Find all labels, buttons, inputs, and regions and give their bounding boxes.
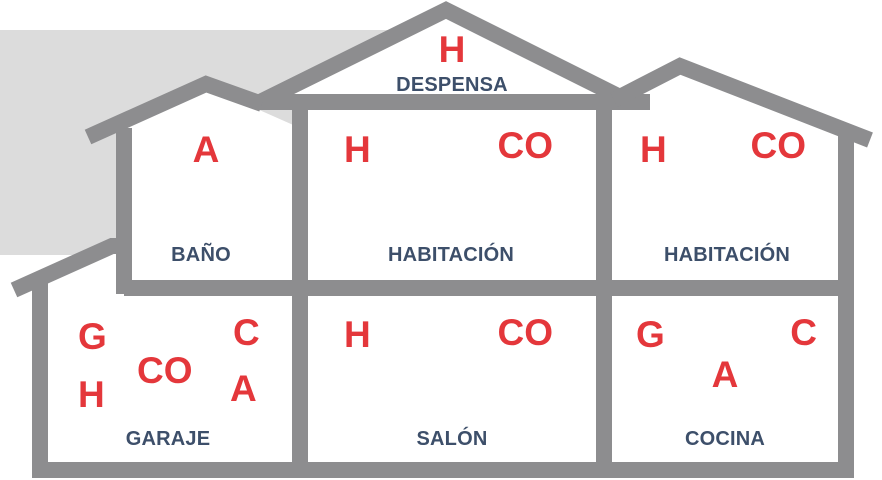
habitacion-center-interior: [300, 104, 604, 285]
salon-interior: [300, 290, 604, 468]
cocina-interior: [604, 290, 846, 468]
right-roof: [610, 57, 873, 148]
attic-interior: [288, 14, 612, 96]
salon-marker-co: CO: [497, 312, 554, 353]
left-roof: [84, 75, 265, 145]
salon-marker-h: H: [344, 314, 371, 355]
despensa-marker-h: H: [438, 29, 466, 70]
bano-interior: [124, 86, 300, 285]
habitacion-center-label: HABITACIÓN: [387, 244, 515, 266]
habitacion-right-label: HABITACIÓN: [663, 244, 791, 266]
bano-marker-a: A: [192, 129, 220, 170]
salon-label: SALÓN: [416, 428, 488, 450]
cocina-marker-c: C: [790, 312, 817, 353]
garaje-marker-co: CO: [137, 350, 193, 391]
garaje-marker-a: A: [230, 368, 257, 409]
habitacion-center-marker-h: H: [344, 129, 371, 170]
center-roof: [258, 1, 634, 110]
cocina-marker-a: A: [711, 354, 739, 395]
cocina-marker-g: G: [636, 314, 665, 355]
habitacion-right-marker-h: H: [640, 129, 667, 170]
bano-label: BAÑO: [171, 244, 231, 266]
habitacion-right-interior: [604, 70, 840, 285]
garaje-marker-h: H: [78, 374, 105, 415]
garaje-marker-g: G: [78, 316, 107, 357]
habitacion-right-marker-co: CO: [750, 125, 807, 166]
habitacion-center-marker-co: CO: [497, 125, 554, 166]
garaje-interior: [44, 250, 300, 468]
despensa-label: DESPENSA: [396, 74, 508, 96]
garaje-marker-c: C: [233, 312, 260, 353]
garaje-label: GARAJE: [125, 428, 211, 450]
cocina-label: COCINA: [684, 428, 766, 450]
